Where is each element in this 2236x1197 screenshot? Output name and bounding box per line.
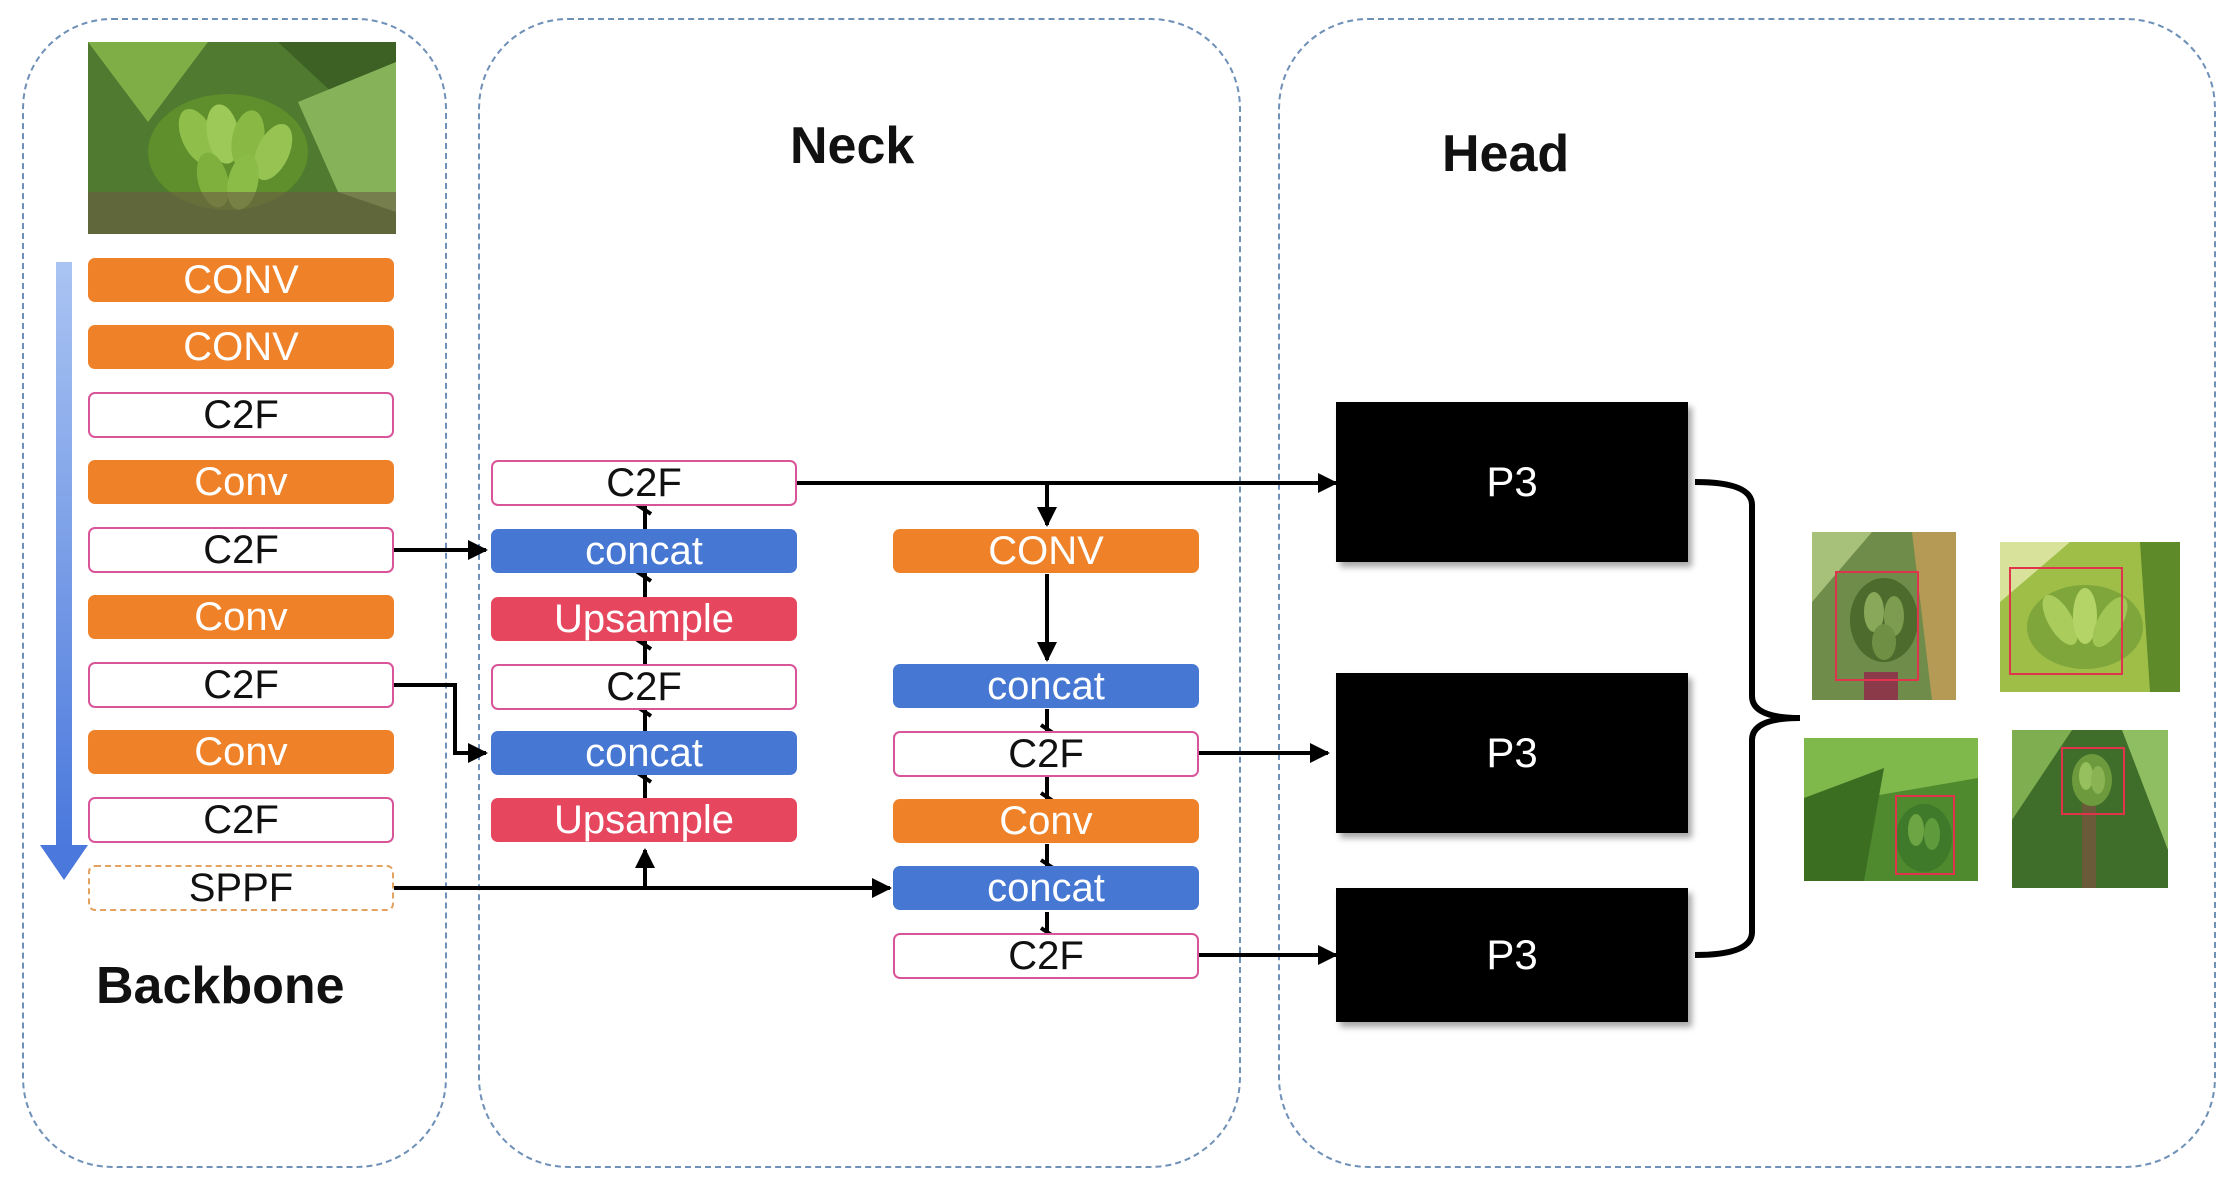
result-photo-2 [2000,542,2180,692]
neck-c2f-bottom: C2F [893,933,1199,979]
neck-c2f-lower: C2F [491,664,797,710]
backbone-sppf: SPPF [88,865,394,911]
backbone-conv-2: CONV [88,325,394,369]
head-p3-mid: P3 [1336,673,1688,833]
neck-upsample-lower: Upsample [491,798,797,842]
neck-concat-bottom: concat [893,866,1199,910]
neck-concat-upper: concat [491,529,797,573]
neck-concat-lower: concat [491,731,797,775]
neck-concat-mid: concat [893,664,1199,708]
banana-detection-image-2 [2000,542,2180,692]
backbone-conv-1: CONV [88,258,394,302]
neck-title: Neck [790,117,915,175]
head-panel [1278,18,2216,1168]
head-p3-bottom: P3 [1336,888,1688,1022]
backbone-c2f-3: C2F [88,662,394,708]
banana-detection-image-3 [1804,738,1978,881]
banana-detection-image-1 [1812,532,1956,700]
result-photo-3 [1804,738,1978,881]
neck-conv-top: CONV [893,529,1199,573]
backbone-conv-5: Conv [88,730,394,774]
result-photo-1 [1812,532,1956,700]
backbone-c2f-1: C2F [88,392,394,438]
neck-panel [478,18,1241,1168]
backbone-title: Backbone [96,957,345,1015]
backbone-conv-3: Conv [88,460,394,504]
neck-upsample-upper: Upsample [491,597,797,641]
backbone-conv-4: Conv [88,595,394,639]
backbone-c2f-2: C2F [88,527,394,573]
neck-c2f-top: C2F [491,460,797,506]
head-title: Head [1442,125,1570,183]
input-photo [88,42,396,234]
neck-c2f-mid: C2F [893,731,1199,777]
backbone-panel [22,18,447,1168]
backbone-c2f-4: C2F [88,797,394,843]
banana-detection-image-4 [2012,730,2168,888]
neck-conv-lower: Conv [893,799,1199,843]
result-photo-4 [2012,730,2168,888]
head-p3-top: P3 [1336,402,1688,562]
banana-input-image [88,42,396,234]
